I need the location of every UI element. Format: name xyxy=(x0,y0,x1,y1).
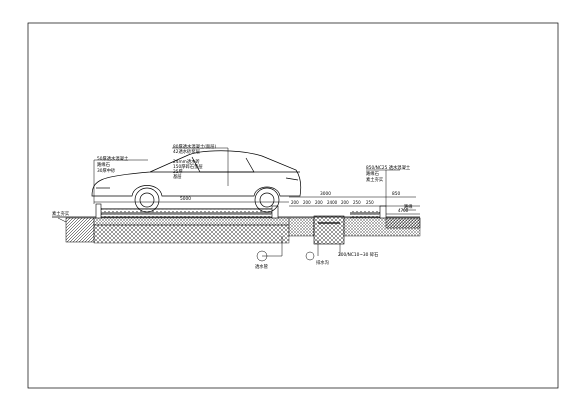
dim-chain-1: 200 xyxy=(303,200,311,205)
drawing-frame xyxy=(27,22,559,389)
curb-mid xyxy=(271,205,279,219)
label-top-center-0: 80厚透水混凝土(面层) xyxy=(173,143,217,150)
drain-trench xyxy=(313,215,345,245)
label-top-left-1: 路缘石 xyxy=(97,161,111,168)
dim-upper-right: 850 xyxy=(392,191,400,197)
label-bottom-left: 透水管 xyxy=(255,263,269,270)
dim-chain-3: 2400 xyxy=(327,200,338,205)
curb-right xyxy=(379,205,387,219)
car-outline xyxy=(91,150,302,213)
dim-car-span: 5000 xyxy=(180,196,191,202)
label-top-center-3: 24mm透水砖 xyxy=(173,158,200,165)
label-top-right-1: 路缘石 xyxy=(366,170,380,177)
dimension-lines xyxy=(94,196,420,215)
label-right-side: 路缘 xyxy=(404,203,413,210)
label-left-side: 素土夯实 xyxy=(52,210,70,217)
top-right-labels: 850/NC25 透水混凝土 路缘石 素土夯实 xyxy=(366,164,411,183)
curb-left xyxy=(95,203,102,219)
label-top-center-1: 42透水砂浆层 xyxy=(173,148,201,155)
top-left-labels: 50厚透水混凝土 路缘石 30厚中砂 xyxy=(97,155,129,174)
label-bottom-center: 排水沟 xyxy=(316,259,329,266)
label-top-center-5: 25厚 xyxy=(173,169,183,175)
dim-lower-right: 4700 xyxy=(398,208,409,213)
label-bottom-right: 200/NC10~30 碎石 xyxy=(338,251,379,258)
dim-chain-2: 200 xyxy=(315,200,323,205)
dim-chain-6: 250 xyxy=(366,200,374,205)
dim-upper-span: 3000 xyxy=(320,191,331,197)
dim-chain: 200 200 200 2400 200 250 250 xyxy=(291,200,374,205)
label-top-right-2: 素土夯实 xyxy=(366,176,384,183)
label-top-left-0: 50厚透水混凝土 xyxy=(97,155,129,162)
dim-chain-5: 250 xyxy=(353,200,361,205)
pavement-section xyxy=(65,203,421,245)
label-top-left-2: 30厚中砂 xyxy=(97,167,116,174)
label-top-center-4: 150厚碎石垫层 xyxy=(173,163,203,170)
dim-chain-0: 200 xyxy=(291,200,299,205)
label-top-center-6: 基层 xyxy=(173,173,182,180)
top-center-labels: 80厚透水混凝土(面层) 42透水砂浆层 24mm透水砖 150厚碎石垫层 25… xyxy=(173,143,217,180)
dim-chain-4: 200 xyxy=(341,200,349,205)
label-top-right-0: 850/NC25 透水混凝土 xyxy=(366,164,411,171)
leader-lines xyxy=(57,147,416,262)
